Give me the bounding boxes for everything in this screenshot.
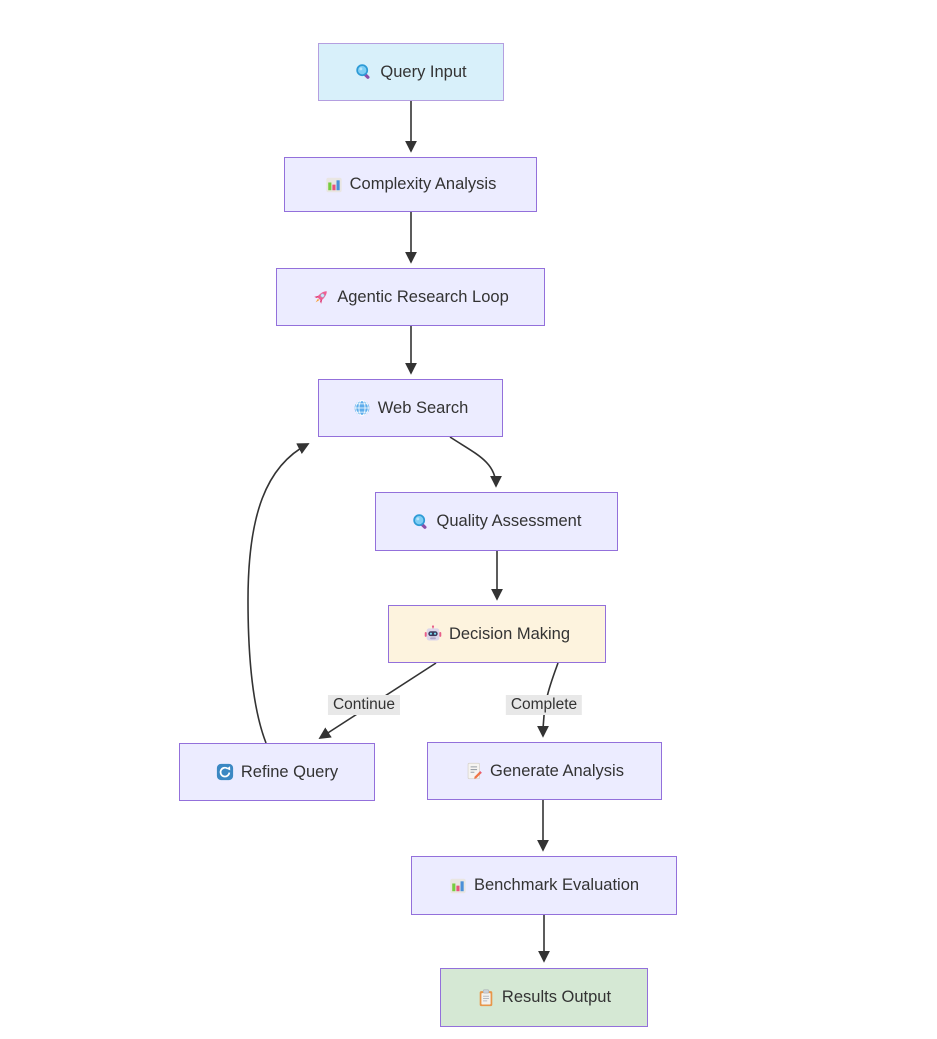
node-label-complexity-analysis: Complexity Analysis [349,175,497,193]
node-label-agentic-research-loop: Agentic Research Loop [337,287,509,306]
node-agentic-research-loop: Agentic Research Loop [276,268,545,326]
edge-label-continue: Continue [327,695,401,715]
node-label-generate-analysis: Generate Analysis [490,761,624,780]
edge-refine-query-to-web-search [247,443,310,744]
clipboard-icon [477,989,495,1007]
node-refine-query: Refine Query [179,743,375,801]
node-results-output: Results Output [440,968,648,1027]
node-web-search: Web Search [318,379,503,437]
node-label-web-search: Web Search [377,398,469,417]
node-complexity-analysis: Complexity Analysis [284,157,537,212]
refresh-icon [216,763,234,781]
bar-chart-icon [325,176,343,194]
robot-icon [424,625,442,643]
node-label-query-input: Query Input [380,62,467,81]
magnifier-icon [412,513,430,531]
node-decision-making: Decision Making [388,605,606,663]
node-quality-assessment: Quality Assessment [375,492,618,551]
edge-label-complete: Complete [505,695,583,715]
node-benchmark-evaluation: Benchmark Evaluation [411,856,677,915]
node-generate-analysis: Generate Analysis [427,742,662,800]
magnifier-icon [355,63,373,81]
globe-icon [353,399,371,417]
edge-web-search-to-quality-assessment [449,436,502,488]
rocket-icon [312,288,330,306]
node-label-quality-assessment: Quality Assessment [436,512,582,530]
node-label-refine-query: Refine Query [240,762,339,781]
node-label-results-output: Results Output [501,988,612,1006]
bar-chart-icon [449,877,467,895]
node-label-benchmark-evaluation: Benchmark Evaluation [473,876,640,894]
node-label-decision-making: Decision Making [448,624,571,643]
memo-icon [465,762,483,780]
node-query-input: Query Input [318,43,504,101]
